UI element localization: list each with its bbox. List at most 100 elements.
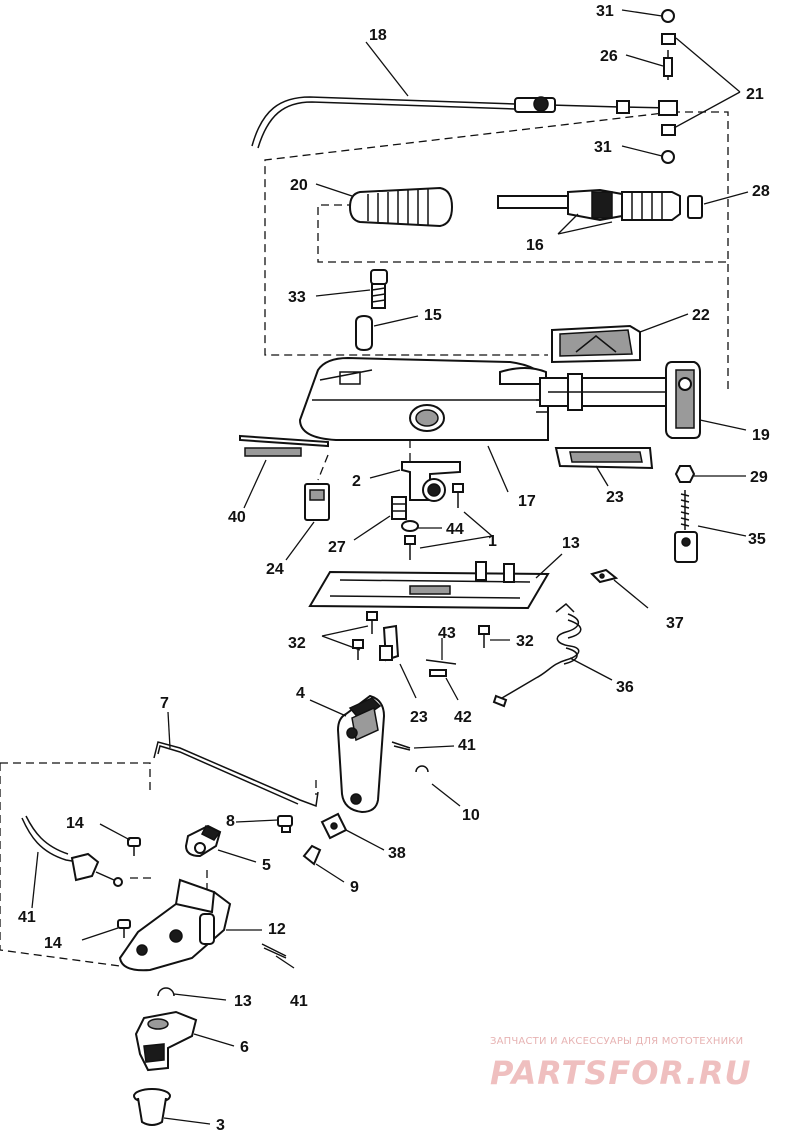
callout-37: 38 <box>388 845 406 862</box>
callout-34: 35 <box>748 531 766 548</box>
callouts: 31 26 21 31 18 20 28 16 33 15 22 19 17 2… <box>18 3 770 1133</box>
switch-bracket <box>401 461 461 502</box>
cotter-pin-41-upper <box>391 741 411 751</box>
callout-24: 23 <box>410 709 428 726</box>
callout-23-lower: 23 <box>606 489 624 506</box>
assembly-outline-grip <box>317 204 728 263</box>
callout-35: 36 <box>616 679 634 696</box>
shift-rod-inner <box>157 745 299 805</box>
callout-13: 13 <box>234 993 252 1010</box>
callout-2: 2 <box>352 473 361 490</box>
cable-nut-bottom <box>661 150 675 164</box>
callout-32-left: 32 <box>288 635 306 652</box>
shift-handle <box>336 694 386 814</box>
callout-18: 18 <box>369 27 387 44</box>
shift-rod <box>153 741 319 808</box>
tiller-cover-upper <box>551 324 641 364</box>
throttle-cable <box>251 96 673 147</box>
tiller-base-plate <box>308 561 550 610</box>
callout-22: 21 <box>746 86 764 103</box>
callout-40: 41 <box>18 909 36 926</box>
stop-wire-harness <box>21 815 123 887</box>
bracket-screw-upper <box>452 483 464 508</box>
stop-switch <box>391 496 407 520</box>
trim-strip <box>239 434 329 448</box>
callout-33: 33 <box>288 289 306 306</box>
callout-44: 44 <box>446 521 464 538</box>
shift-lever-base <box>134 1010 198 1072</box>
callout-42: 42 <box>454 709 472 726</box>
friction-screw <box>674 490 698 563</box>
cable-stud-body <box>663 57 673 77</box>
callout-15: 15 <box>424 307 442 324</box>
tiller-housing <box>298 356 549 441</box>
cable-adjuster-knob <box>533 96 549 112</box>
callout-6: 6 <box>240 1039 249 1056</box>
callout-14-lower: 14 <box>44 935 62 952</box>
assembly-outline-lower <box>0 762 155 967</box>
stop-lever <box>379 624 400 662</box>
bracket-screw-14-lower <box>117 919 131 938</box>
assembly-outline-link <box>206 780 317 895</box>
callout-8: 8 <box>226 813 235 830</box>
callout-5: 5 <box>262 857 271 874</box>
callout-29: 27 <box>328 539 346 556</box>
friction-nut <box>674 465 696 483</box>
callout-4: 4 <box>296 685 305 702</box>
callout-1: 1 <box>488 533 497 550</box>
tiller-arm <box>539 373 671 411</box>
callout-27: 24 <box>266 561 284 578</box>
watermark-caption: ЗАПЧАСТИ И АКСЕССУАРЫ ДЛЯ МОТОТЕХНИКИ <box>490 1036 744 1047</box>
leader-lines <box>31 9 749 1125</box>
lanyard-clip <box>590 568 619 584</box>
callout-30: 29 <box>750 469 768 486</box>
callout-41-upper: 41 <box>458 737 476 754</box>
sleeve-42 <box>429 669 447 677</box>
callout-17: 17 <box>518 493 536 510</box>
friction-block <box>665 361 701 439</box>
tiller-cover-lower <box>554 447 654 470</box>
callout-23-upper: 22 <box>692 307 710 324</box>
shift-bracket <box>118 878 232 972</box>
cable-washer-bottom <box>661 124 676 136</box>
callout-9: 9 <box>350 879 359 896</box>
assembly-outline-center <box>317 440 411 481</box>
emergency-lanyard <box>492 602 582 708</box>
callout-41-lower: 41 <box>290 993 308 1010</box>
callout-16: 16 <box>526 237 544 254</box>
cable-washer-top <box>661 33 676 45</box>
cable-ferrule <box>616 100 630 114</box>
grip-end-cap <box>687 195 703 219</box>
clevis-pin-9 <box>302 844 322 866</box>
bracket-screw-14-upper <box>127 837 141 856</box>
plate-screw-a <box>366 611 378 634</box>
callout-31-bottom: 31 <box>594 139 612 156</box>
callout-21: 20 <box>290 177 308 194</box>
throttle-cable-inner <box>257 101 516 149</box>
callout-14-upper: 14 <box>66 815 84 832</box>
callout-19: 19 <box>752 427 770 444</box>
cable-nut-top <box>661 9 675 23</box>
callout-12: 12 <box>268 921 286 938</box>
callout-28: 28 <box>752 183 770 200</box>
callout-20: 13 <box>562 535 580 552</box>
lower-bushing <box>133 1088 171 1126</box>
callout-43: 43 <box>438 625 456 642</box>
cable-end-link <box>658 100 678 116</box>
callout-38: 40 <box>228 509 246 526</box>
pivot-bushing <box>355 314 373 352</box>
pivot-pin-8 <box>277 815 293 833</box>
shift-arm <box>184 824 222 858</box>
watermark-logo-text: PARTSFOR.RU <box>490 1054 751 1092</box>
callout-3: 3 <box>216 1117 225 1133</box>
shift-bushing <box>320 812 348 840</box>
throttle-grip <box>348 186 454 228</box>
callout-36: 37 <box>666 615 684 632</box>
callout-26: 26 <box>600 48 618 65</box>
pivot-screw <box>370 269 388 309</box>
watermark-logo: PARTSFOR.RU <box>490 1054 751 1092</box>
cotter-pin-43 <box>425 659 457 665</box>
callout-31-top: 31 <box>596 3 614 20</box>
lock-washer <box>401 520 419 532</box>
